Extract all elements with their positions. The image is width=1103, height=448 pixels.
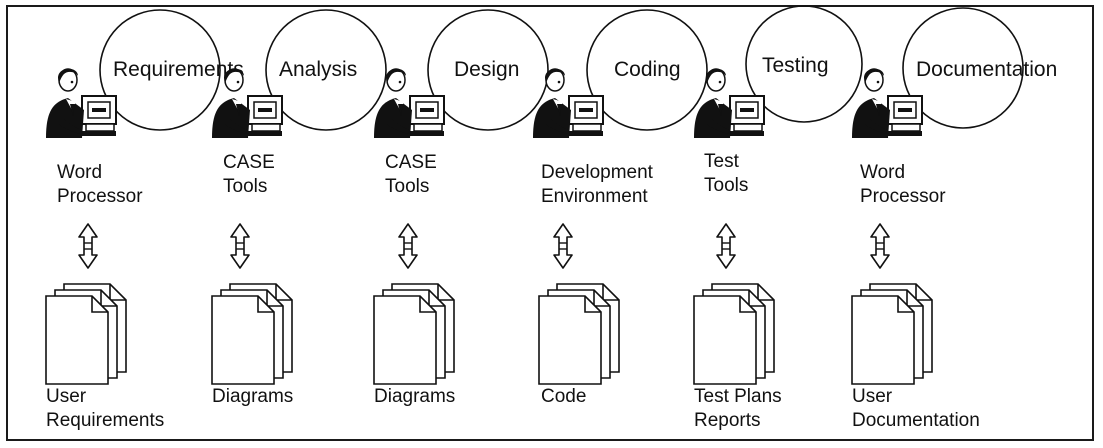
output-label-line1: Diagrams — [212, 386, 293, 407]
documents-icon — [693, 283, 775, 385]
output-label-line1: User — [852, 386, 893, 407]
tool-label-line1: Word — [57, 162, 102, 183]
tool-label-line1: CASE — [223, 152, 275, 173]
worker-computer-icon — [693, 67, 765, 139]
exchange-arrow-icon — [553, 223, 573, 269]
tool-label-line2: Tools — [385, 176, 429, 197]
stage-testing: Testing Test Tools Test Plans Reports — [693, 5, 863, 431]
output-label-line1: User — [46, 386, 87, 407]
output-label-line2: Requirements — [46, 410, 164, 431]
worker-computer-icon — [851, 67, 923, 139]
stage-label: Analysis — [279, 58, 357, 81]
tool-label-line2: Tools — [223, 176, 267, 197]
documents-icon — [373, 283, 455, 385]
tool-label-line1: Test — [704, 151, 740, 172]
documents-icon — [538, 283, 620, 385]
worker-computer-icon — [45, 67, 117, 139]
stage-coding: Coding Development Environment Code — [532, 9, 708, 407]
tool-label-line2: Tools — [704, 175, 748, 196]
tool-label-line1: Word — [860, 162, 905, 183]
exchange-arrow-icon — [230, 223, 250, 269]
output-label-line1: Test Plans — [694, 386, 782, 407]
documents-icon — [45, 283, 127, 385]
stage-label: Coding — [614, 58, 681, 81]
tool-label-line2: Processor — [860, 186, 946, 207]
tool-label-line1: Development — [541, 162, 654, 183]
stage-design: Design CASE Tools Diagrams — [373, 9, 549, 407]
stage-circle — [586, 9, 708, 131]
tool-label-line2: Processor — [57, 186, 143, 207]
output-label-line2: Reports — [694, 410, 761, 431]
stage-circle — [265, 9, 387, 131]
tool-label-line1: CASE — [385, 152, 437, 173]
stage-label: Design — [454, 58, 519, 81]
stage-label: Testing — [762, 54, 829, 77]
output-label-line1: Code — [541, 386, 586, 407]
stage-circle — [427, 9, 549, 131]
documents-icon — [851, 283, 933, 385]
stage-analysis: Analysis CASE Tools Diagrams — [211, 9, 387, 407]
stage-requirements: Requirements Word Processor User Require… — [45, 9, 244, 431]
output-label-line2: Documentation — [852, 410, 980, 431]
worker-computer-icon — [532, 67, 604, 139]
tool-label-line2: Environment — [541, 186, 648, 207]
stage-label: Documentation — [916, 58, 1057, 81]
exchange-arrow-icon — [78, 223, 98, 269]
stage-circle — [99, 9, 221, 131]
stage-circle — [745, 5, 863, 123]
documents-icon — [211, 283, 293, 385]
exchange-arrow-icon — [870, 223, 890, 269]
stage-label: Requirements — [113, 58, 244, 81]
output-label-line1: Diagrams — [374, 386, 455, 407]
exchange-arrow-icon — [398, 223, 418, 269]
exchange-arrow-icon — [716, 223, 736, 269]
stage-documentation: Documentation Word Processor User Docume… — [851, 7, 1057, 431]
stage-circle — [902, 7, 1024, 129]
